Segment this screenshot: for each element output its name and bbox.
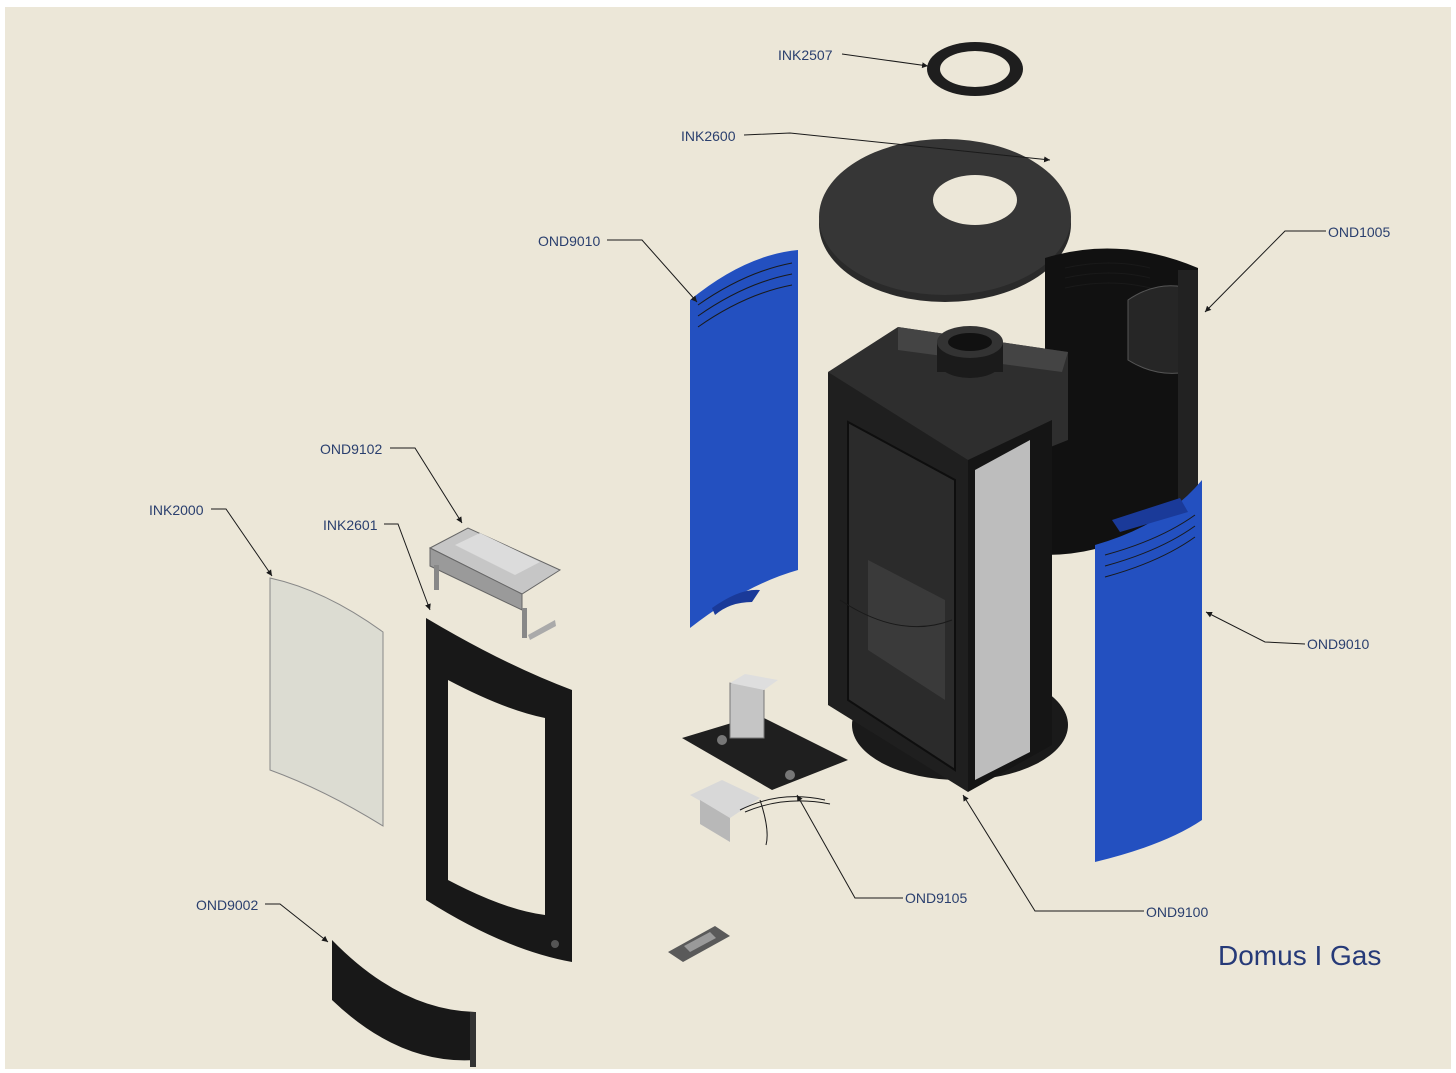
top-plate-ink2600 <box>819 139 1071 302</box>
stove-body-ond9100 <box>828 326 1068 792</box>
lower-panel-ond9002 <box>332 940 476 1067</box>
label-ink2507: INK2507 <box>778 47 833 63</box>
label-ond9002: OND9002 <box>196 897 258 913</box>
glass-ink2000 <box>269 577 384 827</box>
label-ond9102: OND9102 <box>320 441 382 457</box>
door-frame-ink2601 <box>426 618 572 962</box>
left-panel-ond9010 <box>690 250 798 628</box>
bracket-ond9102 <box>428 527 562 640</box>
label-ink2601: INK2601 <box>323 517 378 533</box>
leader-lines <box>211 53 1326 943</box>
label-ond9010-left: OND9010 <box>538 233 600 249</box>
label-ond9010-right: OND9010 <box>1307 636 1369 652</box>
part-labels: INK2507 INK2600 OND9010 OND1005 OND9102 … <box>149 47 1390 920</box>
label-ink2600: INK2600 <box>681 128 736 144</box>
label-ond1005: OND1005 <box>1328 224 1390 240</box>
rear-shell-ond1005 <box>1045 248 1198 570</box>
label-ond9105: OND9105 <box>905 890 967 906</box>
remote-control <box>668 926 730 962</box>
ring-ink2507 <box>927 42 1023 96</box>
burner-assembly-ond9105 <box>682 674 848 846</box>
label-ink2000: INK2000 <box>149 502 204 518</box>
label-ond9100: OND9100 <box>1146 904 1208 920</box>
right-panel-ond9010 <box>1095 480 1202 862</box>
diagram-title: Domus I Gas <box>1218 940 1381 971</box>
